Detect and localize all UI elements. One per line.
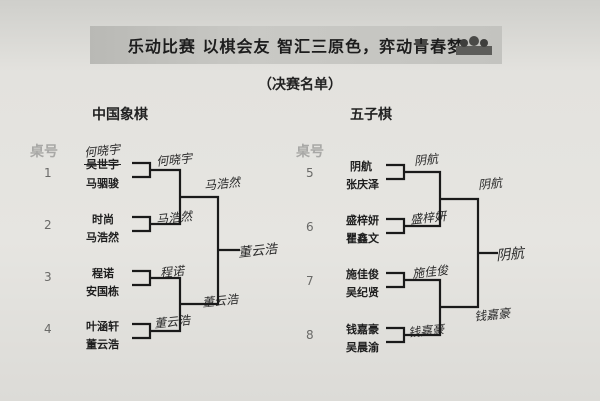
table-number-header: 桌号	[30, 144, 58, 160]
bracket-line	[386, 163, 406, 181]
player-name: 吴世宇	[84, 158, 121, 171]
table-number: 2	[44, 218, 52, 232]
player-name: 时尚	[92, 213, 114, 226]
player-name: 叶涵轩	[86, 320, 119, 333]
player-name: 程诺	[92, 267, 114, 280]
table-number: 7	[306, 274, 314, 288]
player-name: 张庆泽	[346, 178, 379, 191]
bracket-line	[386, 326, 406, 344]
bracket-line	[132, 269, 152, 287]
chess-art-icon	[456, 36, 492, 55]
table-number-header: 桌号	[296, 144, 324, 160]
event-title: 乐动比赛 以棋会友 智汇三原色，弈动青春梦	[127, 37, 465, 56]
table-number: 6	[306, 220, 314, 234]
player-name: 马骃骏	[86, 177, 119, 190]
bracket-line	[150, 168, 182, 226]
player-name: 阴航	[350, 160, 372, 173]
bracket-line	[180, 195, 220, 306]
bracket-line	[404, 170, 442, 228]
player-name: 马浩然	[86, 231, 119, 244]
table-number: 4	[44, 322, 52, 336]
bracket-line	[132, 215, 152, 233]
subtitle: （决赛名单）	[258, 77, 342, 93]
bracket-line	[404, 278, 442, 337]
event-banner: 乐动比赛 以棋会友 智汇三原色，弈动青春梦	[90, 26, 502, 64]
table-number: 8	[306, 328, 314, 342]
bracket-line	[132, 161, 152, 179]
table-number: 5	[306, 166, 314, 180]
bracket-line	[150, 276, 182, 333]
player-name: 盛梓妍	[346, 214, 379, 227]
player-name: 董云浩	[86, 338, 119, 351]
bracket-line	[440, 197, 480, 309]
table-number: 1	[44, 166, 52, 180]
player-name: 吴纪贤	[346, 286, 379, 299]
section-title-xiangqi: 中国象棋	[92, 107, 148, 123]
player-name: 安国栋	[86, 285, 119, 298]
section-title-gomoku: 五子棋	[350, 107, 392, 123]
player-name: 钱嘉豪	[346, 323, 379, 336]
bracket-line	[386, 271, 406, 289]
table-number: 3	[44, 270, 52, 284]
player-name: 施佳俊	[346, 268, 379, 281]
bracket-line	[132, 322, 152, 340]
bracket-line	[386, 217, 406, 235]
player-name: 吴晨渝	[346, 341, 379, 354]
player-name: 瞿鑫文	[346, 232, 379, 245]
